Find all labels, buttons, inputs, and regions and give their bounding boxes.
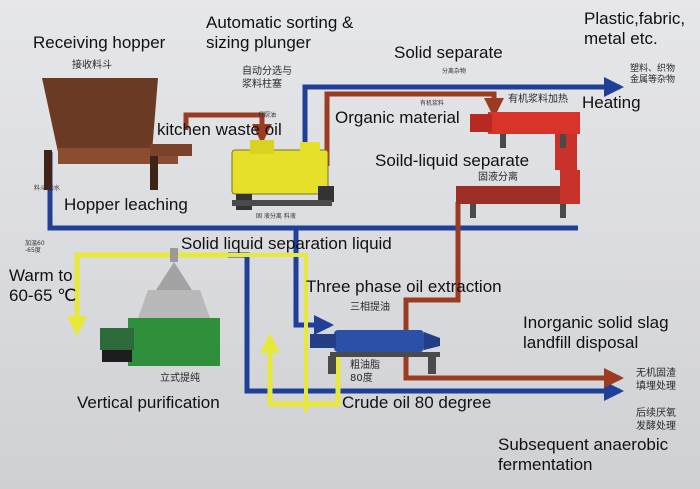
heat-60-65-cn-label: 加温60 -65度 (25, 240, 45, 255)
solid-separate-cn-label: 分离杂物 (442, 68, 467, 75)
pipe-kitchen-oil (183, 112, 272, 144)
separation-liquid-label: Solid liquid separation liquid (181, 234, 392, 253)
pipe-slag-landfill (403, 202, 624, 388)
pipe-separation-liquid (293, 228, 334, 335)
receiving-hopper (42, 78, 192, 190)
sorting-plunger-label: Automatic sorting & sizing plunger (206, 13, 354, 53)
heating-tank (470, 112, 580, 170)
solid-liquid-separator (456, 170, 580, 218)
receiving-hopper-label: Receiving hopper (33, 33, 166, 52)
organic-material-label: Organic material (335, 108, 460, 127)
vertical-centrifuge (100, 248, 220, 366)
inorganic-slag-label: Inorganic solid slag landfill disposal (523, 313, 669, 353)
heating-cn-label: 有机浆料加热 (508, 94, 568, 105)
warm-60-65-label: Warm to 60-65 ℃ (9, 266, 77, 306)
solid-liquid-separate-label: Soild-liquid separate (375, 151, 530, 170)
anaerobic-fermentation-label: Subsequent anaerobic fermentation (498, 435, 669, 475)
three-phase-cn-label: 三相提油 (350, 302, 390, 313)
heating-label: Heating (582, 93, 641, 112)
sorting-plunger-cn-label: 自动分选与 浆料柱塞 (242, 66, 292, 90)
vertical-purification-cn-label: 立式提纯 (160, 373, 200, 384)
vertical-purification-label: Vertical purification (77, 393, 220, 412)
pipe-yellow-return (228, 253, 308, 412)
plastic-fabric-metal-label: Plastic,fabric, metal etc. (584, 9, 686, 49)
three-phase-decanter (310, 330, 440, 374)
hopper-leaching-cn-label: 料斗 沥水 (34, 185, 60, 192)
crude-oil-cn-label: 粗油脂 80度 (350, 360, 380, 384)
crude-oil-80-label: Crude oil 80 degree (342, 393, 492, 412)
plastic-fabric-metal-cn-label: 塑料、织物 金属等杂物 (630, 64, 676, 86)
three-phase-oil-extraction-label: Three phase oil extraction (306, 277, 502, 296)
inorganic-slag-cn-label: 无机固渣 填埋处理 (636, 368, 676, 392)
kitchen-waste-oil-label: kitchen waste oil (157, 120, 282, 139)
hopper-leaching-label: Hopper leaching (64, 195, 188, 214)
plunger-leach-cn-label: 固 液分离 料液 (256, 213, 296, 220)
kitchen-waste-oil-small-cn-label: 餐厨油 (258, 112, 277, 119)
solid-separate-label: Solid separate (394, 43, 503, 62)
solid-liquid-separate-cn-label: 固液分离 (478, 172, 518, 183)
pipe-organic-material (324, 91, 504, 166)
sorting-plunger-machine (231, 140, 334, 210)
organic-material-small-cn-label: 有机浆料 (420, 100, 445, 107)
anaerobic-cn-label: 后续厌氧 发酵处理 (636, 408, 676, 432)
pipe-solid-separate (302, 77, 624, 152)
receiving-hopper-cn-label: 接收料斗 (72, 60, 112, 71)
